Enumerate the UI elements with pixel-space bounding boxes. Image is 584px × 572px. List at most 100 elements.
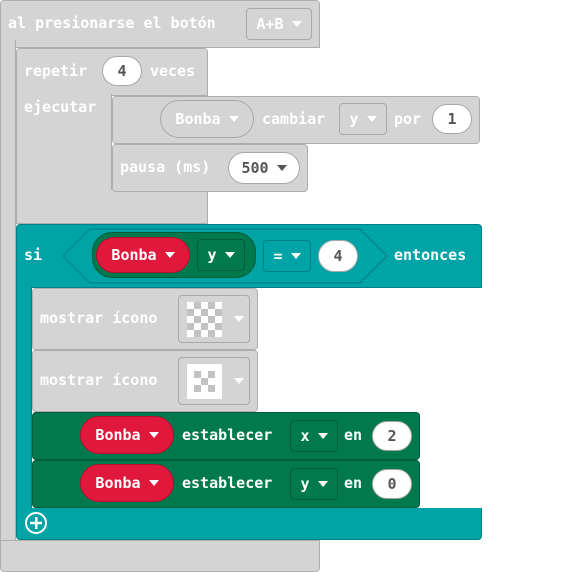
set-x-value: 2 [387, 427, 397, 445]
show-icon-label-2: mostrar ícono [40, 371, 158, 389]
pause-value-dropdown[interactable]: 500 [228, 152, 300, 184]
led-on [187, 384, 194, 392]
led-off [208, 329, 215, 337]
set-x-prop-dropdown[interactable]: x [290, 420, 338, 452]
chevron-down-icon [276, 165, 287, 171]
set-y-en-label: en [344, 474, 363, 492]
set-x-sprite: Bonba [95, 426, 141, 444]
chevron-down-icon [234, 316, 244, 322]
led-off [201, 322, 208, 330]
set-x-prop: x [300, 427, 310, 445]
led-on [201, 315, 208, 323]
set-y-value: 0 [387, 475, 397, 493]
event-block-body [0, 40, 16, 540]
led-on [187, 391, 194, 399]
repeat-count: 4 [117, 62, 127, 80]
led-on [201, 301, 208, 309]
led-off [194, 315, 201, 323]
repeat-block-footer [16, 190, 208, 224]
button-dropdown[interactable]: A+B [246, 8, 312, 40]
show-icon-label-1: mostrar ícono [40, 309, 158, 327]
led-on [194, 377, 201, 385]
led-on [215, 384, 222, 392]
set-y-prop-dropdown[interactable]: y [290, 468, 338, 500]
led-on [208, 363, 215, 371]
led-on [208, 322, 215, 330]
repeat-block-body [16, 94, 112, 192]
change-action-label: cambiar [262, 110, 326, 128]
led-off [194, 301, 201, 309]
led-off [215, 322, 222, 330]
led-off [201, 308, 208, 316]
change-prop-dropdown[interactable]: y [339, 103, 387, 135]
led-on [187, 363, 194, 371]
led-off [215, 308, 222, 316]
event-label: al presionarse el botón [8, 14, 216, 32]
repeat-times-label: veces [150, 62, 196, 80]
event-block-footer [0, 540, 320, 572]
pattern-icon [187, 363, 222, 399]
then-label: entonces [394, 246, 467, 264]
icon-picker-1[interactable] [178, 295, 250, 343]
repeat-do-label: ejecutar [24, 98, 97, 116]
checkerboard-icon [187, 301, 222, 337]
set-y-sprite-dropdown[interactable]: Bonba [80, 464, 174, 502]
icon-picker-2[interactable] [178, 357, 250, 405]
led-on [215, 329, 222, 337]
if-prop-dropdown[interactable]: y [197, 239, 245, 271]
if-label: si [24, 246, 43, 264]
led-off [194, 329, 201, 337]
if-sprite: Bonba [111, 246, 157, 264]
chevron-down-icon [317, 433, 328, 439]
led-off [201, 377, 208, 385]
led-on [201, 391, 208, 399]
led-on [194, 363, 201, 371]
led-on [187, 377, 194, 385]
chevron-down-icon [317, 481, 328, 487]
set-x-en-label: en [344, 426, 363, 444]
change-value: 1 [447, 110, 457, 128]
led-on [201, 363, 208, 371]
chevron-down-icon [291, 21, 302, 27]
change-value-input[interactable]: 1 [432, 104, 472, 134]
plus-icon [30, 517, 42, 529]
led-off [208, 301, 215, 309]
led-off [208, 370, 215, 378]
led-on [187, 301, 194, 309]
repeat-label: repetir [24, 62, 88, 80]
set-y-value-input[interactable]: 0 [372, 469, 412, 499]
change-sprite-dropdown[interactable]: Bonba [160, 100, 254, 138]
led-off [187, 322, 194, 330]
if-sprite-dropdown[interactable]: Bonba [96, 237, 190, 273]
button-value: A+B [256, 15, 284, 33]
set-x-action-label: establecer [182, 426, 273, 444]
add-else-button[interactable] [25, 512, 47, 534]
chevron-down-icon [148, 480, 159, 486]
set-y-action-label: establecer [182, 474, 273, 492]
set-x-value-input[interactable]: 2 [372, 421, 412, 451]
led-on [194, 322, 201, 330]
led-off [194, 370, 201, 378]
chevron-down-icon [148, 432, 159, 438]
led-on [215, 301, 222, 309]
pause-label: pausa (ms) [120, 158, 211, 176]
compare-value-input[interactable]: 4 [318, 240, 358, 272]
repeat-count-input[interactable]: 4 [102, 56, 142, 86]
change-by-label: por [394, 110, 422, 128]
led-on [201, 329, 208, 337]
operator-dropdown[interactable]: = [263, 240, 311, 272]
led-on [194, 391, 201, 399]
compare-value: 4 [333, 247, 343, 265]
change-prop: y [349, 110, 359, 128]
led-on [215, 370, 222, 378]
if-block-body [16, 286, 32, 510]
led-on [208, 377, 215, 385]
chevron-down-icon [224, 252, 235, 258]
chevron-down-icon [164, 252, 175, 258]
led-on [215, 315, 222, 323]
chevron-down-icon [234, 378, 244, 384]
led-on [215, 377, 222, 385]
operator-value: = [273, 247, 283, 265]
pause-value: 500 [241, 159, 269, 177]
set-x-sprite-dropdown[interactable]: Bonba [80, 416, 174, 454]
